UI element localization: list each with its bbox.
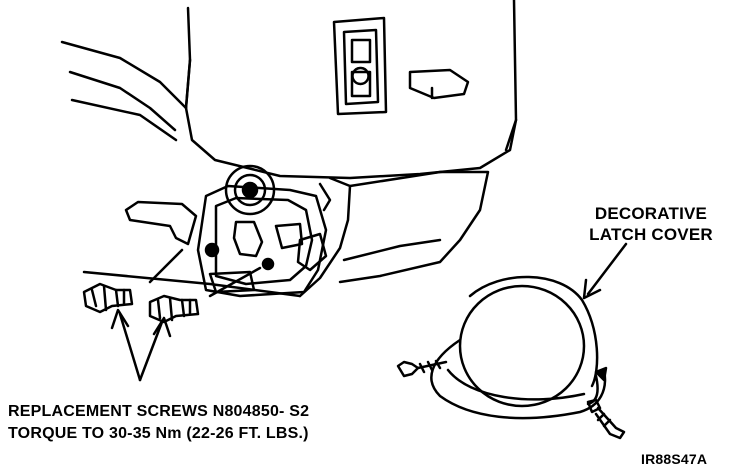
screw-callout-arrows	[110, 308, 172, 382]
figure-id: IR88S47A	[641, 451, 708, 467]
cover-screws	[396, 359, 626, 440]
replacement-screws	[82, 282, 200, 324]
cover-callout-label: DECORATIVE LATCH COVER	[566, 203, 736, 245]
latch-assembly	[124, 164, 332, 298]
body-panel	[60, 0, 518, 180]
cover-callout-arrow	[582, 242, 628, 300]
decorative-latch-cover	[430, 275, 608, 420]
screws-callout-label: REPLACEMENT SCREWS N804850- S2 TORQUE TO…	[8, 401, 309, 445]
bumper	[82, 170, 490, 298]
handle-pocket	[332, 16, 470, 116]
screws-callout-line-1: REPLACEMENT SCREWS N804850- S2	[8, 403, 310, 420]
screws-callout-line-2: TORQUE TO 30-35 Nm (22-26 FT. LBS.)	[8, 425, 309, 442]
cover-callout-line-2: LATCH COVER	[589, 225, 713, 244]
cover-callout-line-1: DECORATIVE	[594, 204, 708, 223]
